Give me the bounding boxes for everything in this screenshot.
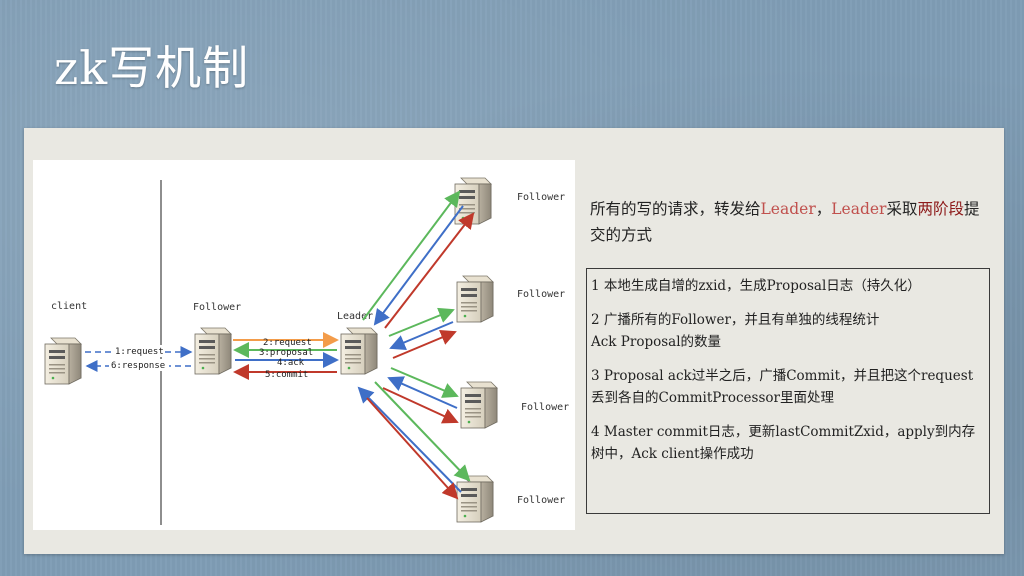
step-2: 2 广播所有的Follower，并且有单独的线程统计 Ack Proposal的… [591, 312, 880, 350]
arrow-label-commit: 5:commit [265, 370, 308, 380]
follower-3-server-icon [460, 381, 498, 429]
intro-sep: ， [815, 200, 832, 218]
intro-two-phase: 两阶段 [917, 200, 964, 218]
follower-mid-server-icon [194, 327, 232, 375]
leader-server-icon [340, 327, 378, 375]
arrow-label-proposal: 3:proposal [259, 348, 313, 358]
step-3: 3 Proposal ack过半之后，广播Commit，并且把这个request… [591, 368, 974, 406]
label-bg [113, 345, 165, 357]
intro-part3: 提交的方式 [590, 200, 980, 244]
slide-title: zk写机制 [54, 41, 250, 95]
intro-text: 所有的写的请求，转发给Leader，Leader采取两阶段提交的方式 [590, 196, 985, 248]
arrow-label-response: 6:response [111, 361, 165, 371]
follower-1-label: Follower [517, 192, 565, 203]
follower-mid-label: Follower [193, 302, 241, 313]
arrow-leader-f1-proposal [362, 190, 461, 321]
intro-part1: 所有的写的请求，转发给 [590, 200, 761, 218]
intro-part2: 采取 [886, 200, 918, 218]
client-label: client [51, 301, 87, 312]
arrow-f2-leader-ack [389, 321, 454, 350]
zk-write-diagram: client Follower Leader Follower Follower… [33, 160, 575, 530]
arrow-f1-leader-ack [373, 205, 464, 326]
diagram-svg: client Follower Leader Follower Follower… [44, 177, 569, 525]
follower-3-label: Follower [521, 402, 569, 413]
arrow-label-request: 1:request [115, 347, 164, 357]
follower-2-label: Follower [517, 289, 565, 300]
leader-label: Leader [337, 311, 373, 322]
arrow-label-ack: 4:ack [277, 358, 305, 368]
arrow-leader-f2-commit [392, 330, 457, 359]
follower-4-server-icon [456, 475, 494, 523]
follower-4-label: Follower [517, 495, 565, 506]
label-bg [109, 359, 169, 371]
steps-box: 1 本地生成自增的zxid，生成Proposal日志（持久化） 2 广播所有的F… [586, 268, 990, 514]
step-4: 4 Master commit日志，更新lastCommitZxid，apply… [591, 424, 976, 462]
arrow-leader-f3-commit [382, 387, 459, 424]
arrow-leader-f4-proposal [374, 381, 471, 482]
arrow-leader-f4-commit [366, 397, 459, 500]
arrow-leader-f2-proposal [388, 307, 455, 337]
intro-leader-1: Leader [760, 200, 816, 218]
intro-leader-2: Leader [831, 200, 887, 218]
arrow-leader-f1-commit [384, 212, 475, 329]
follower-1-server-icon [454, 177, 492, 225]
arrow-leader-f3-proposal [390, 367, 459, 398]
arrow-f4-leader-ack [357, 386, 462, 493]
follower-2-server-icon [456, 275, 494, 323]
arrow-f3-leader-ack [387, 376, 458, 409]
client-server-icon [44, 337, 82, 385]
arrow-label-fwd-request: 2:request [263, 338, 312, 348]
step-1: 1 本地生成自增的zxid，生成Proposal日志（持久化） [591, 278, 921, 294]
